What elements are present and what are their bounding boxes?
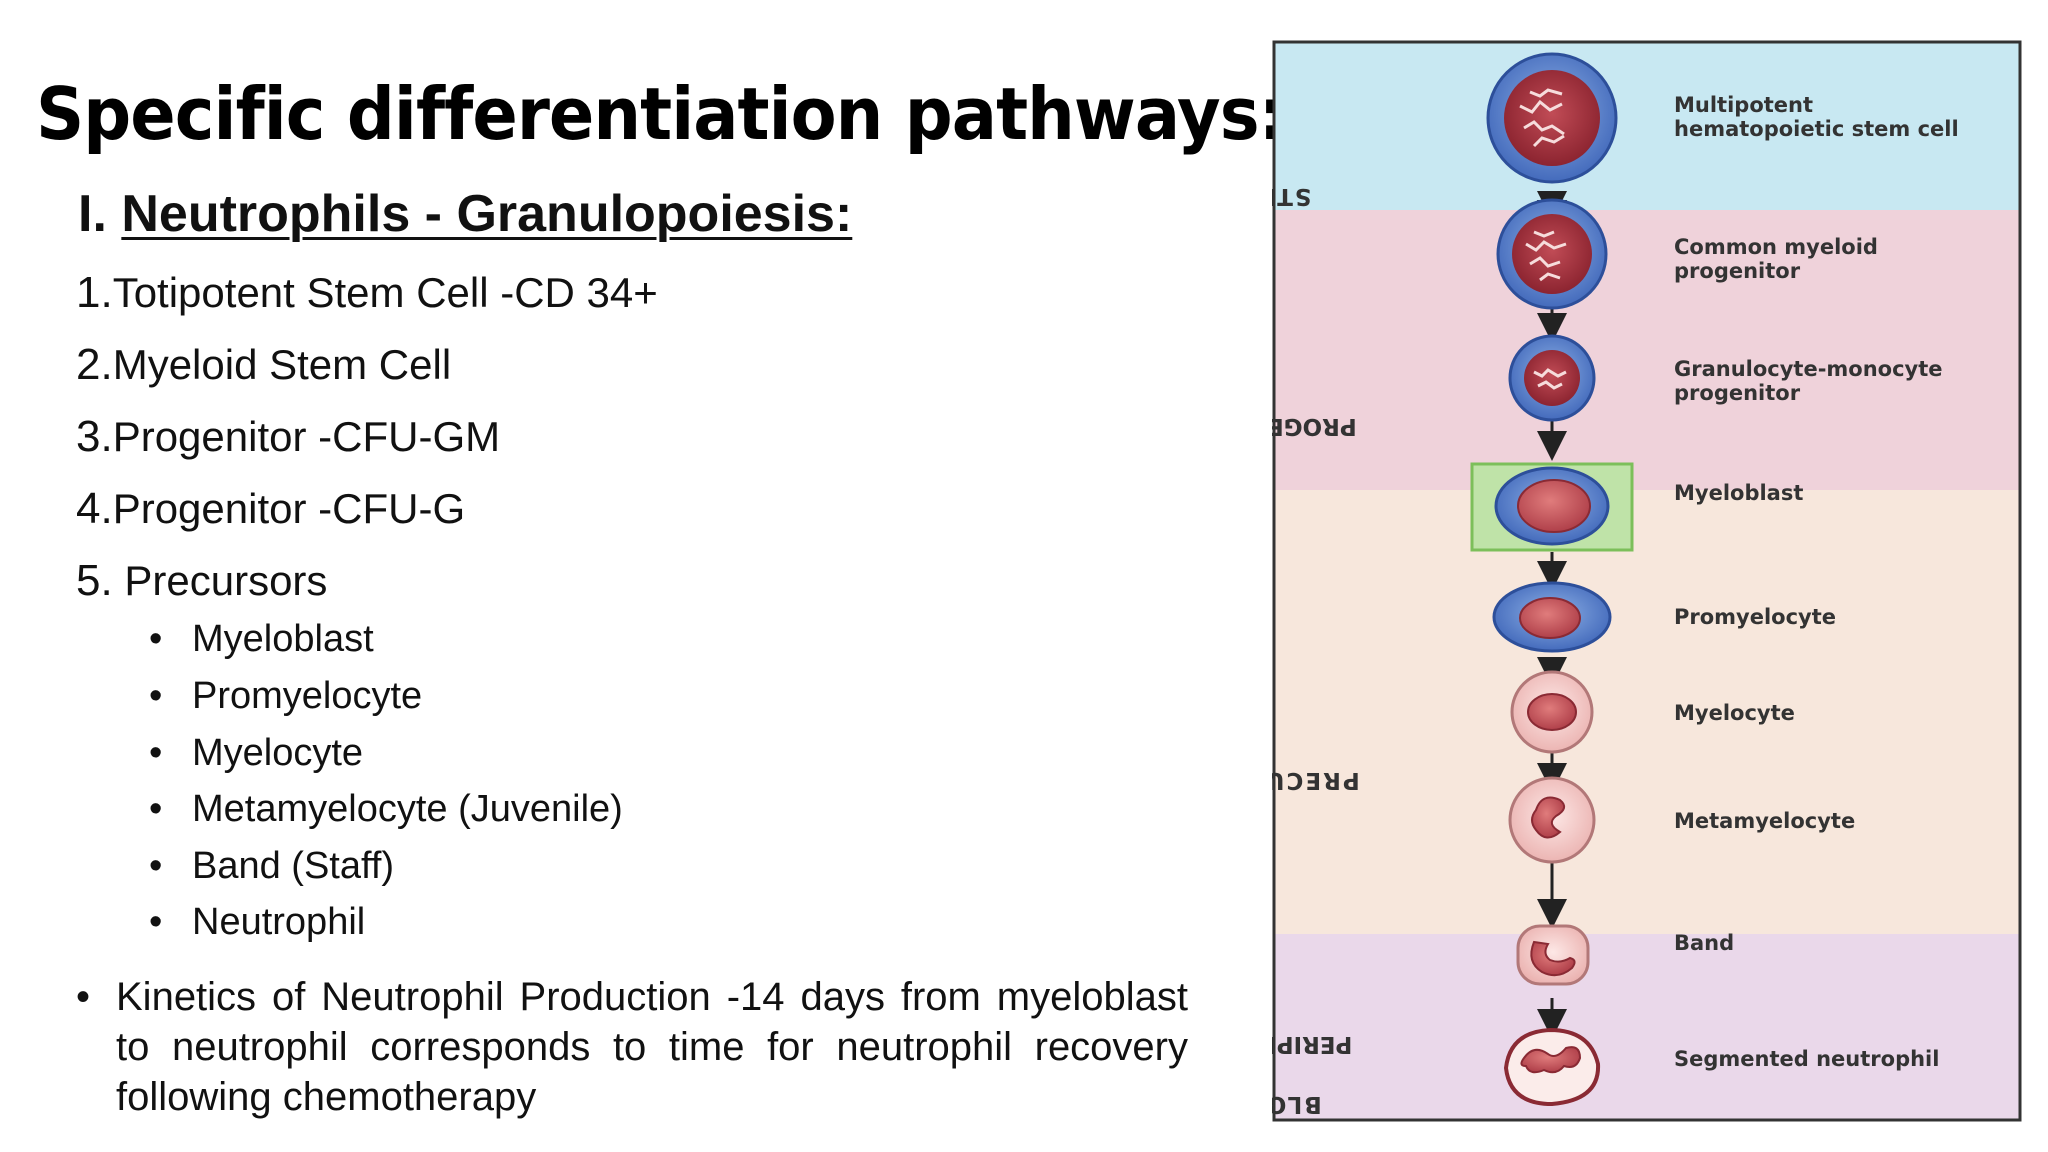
bullet: • [149,788,163,830]
step-text: Progenitor -CFU-GM [112,413,501,460]
step-number: 1. [76,268,113,317]
step-3: 3.Progenitor -CFU-GM [76,412,500,462]
bullet: • [76,975,91,1019]
precursor-item: • Myelocyte [149,732,364,775]
step-2: 2.Myeloid Stem Cell [76,340,451,390]
cell-label: Granulocyte-monocyte [1674,357,1943,381]
precursor-item: • Myeloblast [149,618,374,661]
granulopoiesis-diagram: STEM PROGENITOR PRECURSOR PERIPHERAL BLO… [1272,40,2022,1122]
kinetics-note: • Kinetics of Neutrophil Production -14 d… [76,972,1188,1122]
cell-label: Promyelocyte [1674,605,1836,629]
precursor-item: • Promyelocyte [149,675,423,718]
cell-promyelocyte [1492,581,1612,653]
precursor-label: Band (Staff) [192,845,395,887]
section-label-peripheral: PERIPHERAL [1272,1031,1352,1057]
section-number: I. [78,185,122,243]
section-peripheral-blood [1274,934,2020,1120]
cell-label: Myeloblast [1674,481,1803,505]
cell-label: Myelocyte [1674,701,1795,725]
precursor-label: Promyelocyte [192,675,423,717]
step-5: 5. Precursors [76,556,327,606]
step-1: 1.Totipotent Stem Cell -CD 34+ [76,268,658,318]
step-text: Totipotent Stem Cell -CD 34+ [112,269,658,316]
cell-label: Band [1674,931,1734,955]
cell-label: Common myeloid [1674,235,1878,259]
cell-myeloblast [1470,462,1634,552]
cell-gm-progenitor [1508,334,1596,422]
section-heading-text: Neutrophils - Granulopoiesis: [121,185,853,243]
cell-myelocyte [1510,670,1594,754]
cell-label: progenitor [1674,259,1801,283]
bullet: • [149,901,163,943]
bullet: • [149,845,163,887]
step-number: 3. [76,412,113,461]
section-label-progenitor: PROGENITOR [1272,413,1357,439]
precursor-item: • Band (Staff) [149,845,395,888]
kinetics-text: Kinetics of Neutrophil Production -14 da… [116,975,1188,1119]
cell-label: Multipotent [1674,93,1813,117]
section-heading: I. Neutrophils - Granulopoiesis: [78,184,852,244]
precursor-label: Myelocyte [192,732,364,774]
cell-common-myeloid [1496,198,1608,310]
step-text: Myeloid Stem Cell [112,341,452,388]
section-label-precursor: PRECURSOR [1272,767,1360,793]
precursor-label: Metamyelocyte (Juvenile) [192,788,623,830]
section-progenitor [1274,210,2020,490]
step-4: 4.Progenitor -CFU-G [76,484,465,534]
cell-segmented-neutrophil [1503,1027,1601,1107]
cell-band [1516,924,1590,986]
step-number: 2. [76,340,113,389]
precursor-item: • Neutrophil [149,901,366,944]
bullet: • [149,618,163,660]
cell-label: progenitor [1674,381,1801,405]
step-text: Progenitor -CFU-G [112,485,466,532]
bullet: • [149,732,163,774]
cell-label: hematopoietic stem cell [1674,117,1959,141]
bullet: • [149,675,163,717]
cell-metamyelocyte [1508,776,1596,864]
precursor-label: Neutrophil [192,901,366,943]
step-number: 5. [76,556,113,605]
cell-stem [1486,52,1618,184]
section-label-blood: BLOOD [1272,1091,1322,1117]
step-text: Precursors [112,557,328,604]
slide-title: Specific differentiation pathways: [36,72,1285,156]
precursor-item: • Metamyelocyte (Juvenile) [149,788,623,831]
section-precursor [1274,490,2020,934]
cell-label: Segmented neutrophil [1674,1047,1939,1071]
step-number: 4. [76,484,113,533]
cell-label: Metamyelocyte [1674,809,1855,833]
section-label-stem: STEM [1272,183,1311,209]
section-stem [1274,42,2020,210]
precursor-label: Myeloblast [192,618,374,660]
